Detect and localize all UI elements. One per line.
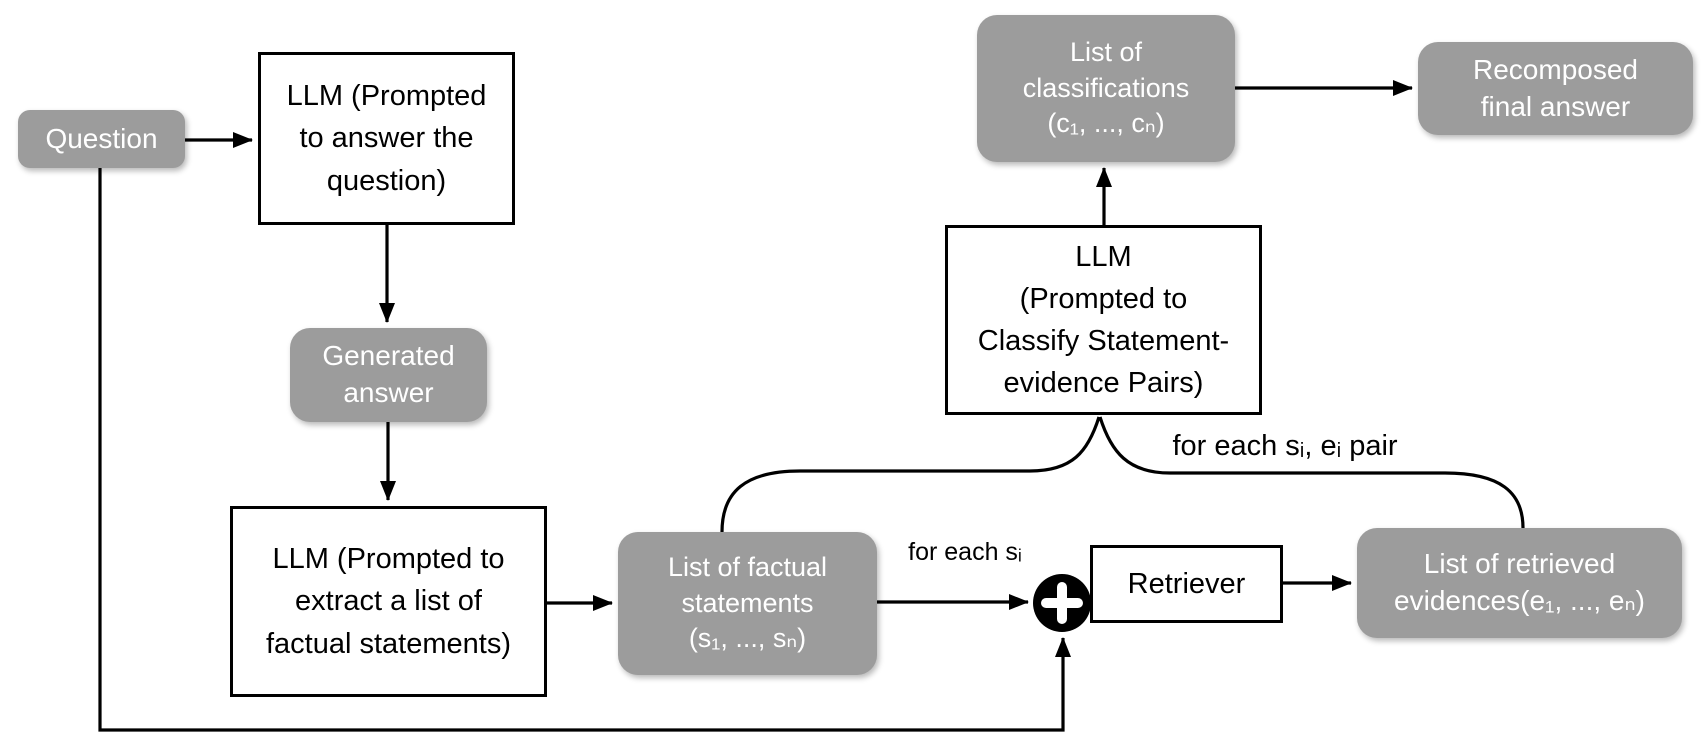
- node-llm-classify-pairs: LLM (Prompted to Classify Statement- evi…: [945, 225, 1262, 415]
- node-list-of-classifications: List of classifications (c₁, ..., cₙ): [977, 15, 1235, 162]
- edge-label-for-each-pair: for each sᵢ, eᵢ pair: [1172, 430, 1398, 462]
- edge-factual-statements-to-llm-classify: [720, 416, 1101, 533]
- node-question: Question: [18, 110, 185, 168]
- node-retriever: Retriever: [1090, 545, 1283, 623]
- node-list-of-retrieved-evidences: List of retrieved evidences(e₁, ..., eₙ): [1357, 528, 1682, 638]
- node-llm-answer-question: LLM (Prompted to answer the question): [258, 52, 515, 225]
- node-generated-answer: Generated answer: [290, 328, 487, 422]
- combine-plus-icon: [1033, 574, 1091, 632]
- edge-label-for-each-statement: for each sᵢ: [908, 538, 1022, 566]
- node-llm-extract-statements: LLM (Prompted to extract a list of factu…: [230, 506, 547, 697]
- node-list-of-factual-statements: List of factual statements (s₁, ..., sₙ): [618, 532, 877, 675]
- edge-evidences-to-llm-classify: [1098, 416, 1525, 529]
- node-recomposed-final-answer: Recomposed final answer: [1418, 42, 1693, 135]
- edge-question-to-combiner: [98, 168, 1071, 732]
